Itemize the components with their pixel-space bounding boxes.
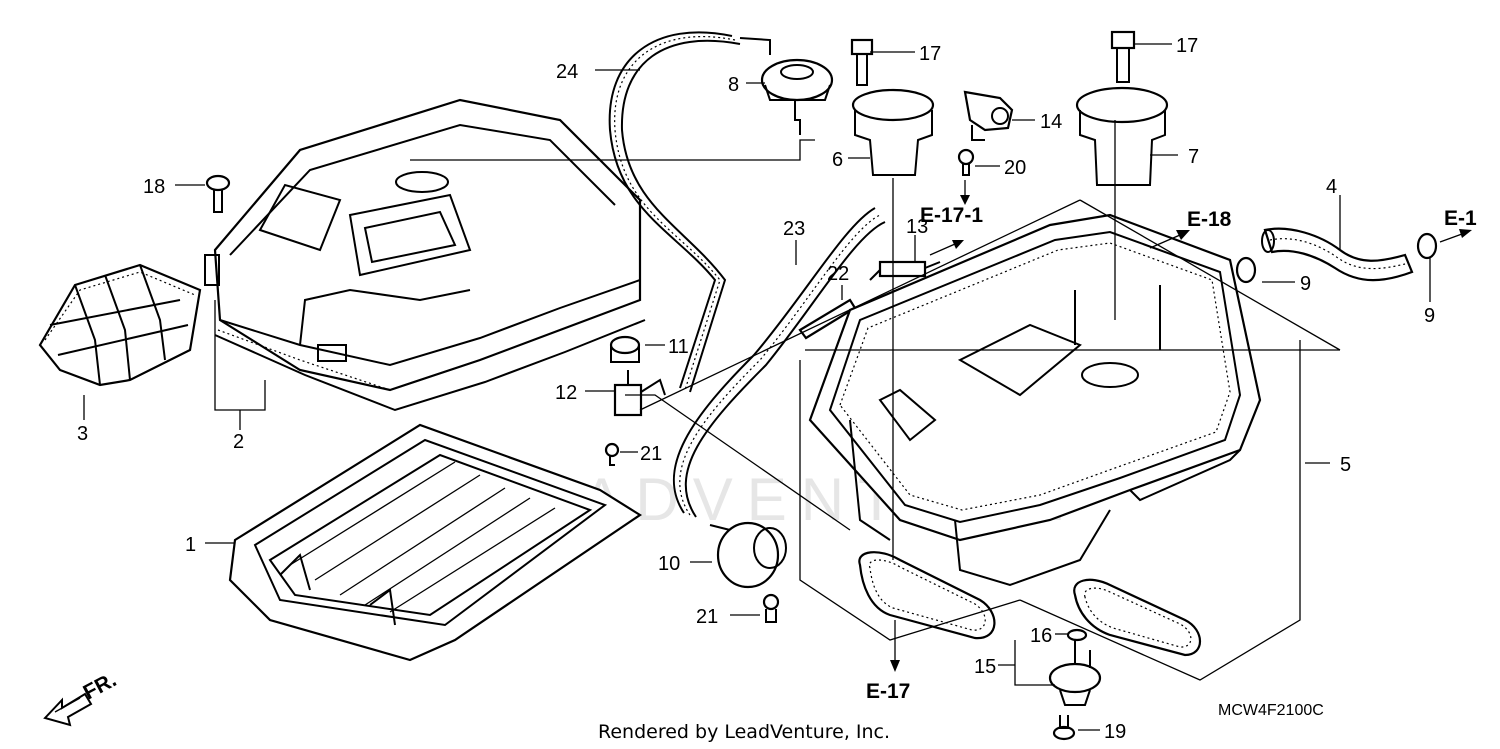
bolt-17a — [850, 38, 874, 86]
washer-16 — [1066, 628, 1088, 642]
drain-15 — [1048, 640, 1102, 706]
cap-11 — [609, 335, 641, 363]
callout-23: 23 — [783, 218, 805, 240]
callout-17b: 17 — [1176, 35, 1198, 57]
callout-9a: 9 — [1300, 273, 1311, 295]
clamp-9b — [1416, 232, 1438, 260]
intake-duct — [38, 263, 202, 387]
callout-3: 3 — [77, 423, 88, 445]
seal-7 — [1075, 86, 1169, 186]
hose-4 — [1261, 227, 1414, 282]
screw-19 — [1052, 715, 1076, 741]
leader-lines — [83, 43, 1431, 731]
reference-labels: E-17-1 E-18 E-1 E-17 — [866, 204, 1477, 703]
callout-19: 19 — [1104, 721, 1126, 743]
diagram-code: MCW4F2100C — [1218, 702, 1324, 719]
hose-24 — [614, 36, 736, 391]
callout-11: 11 — [668, 336, 689, 358]
callout-15: 15 — [974, 656, 996, 678]
seal-6 — [851, 88, 935, 176]
air-filter-element — [228, 423, 643, 662]
callout-21b: 21 — [696, 606, 718, 628]
callout-20: 20 — [1004, 157, 1026, 179]
front-direction-marker: FR. — [43, 668, 120, 727]
bolt-17b — [1110, 30, 1136, 83]
solenoid-12 — [613, 370, 666, 417]
clamp-9a — [1235, 256, 1257, 284]
callout-17a: 17 — [919, 43, 941, 65]
callout-13: 13 — [906, 216, 928, 238]
callout-16: 16 — [1030, 625, 1052, 647]
fuel-filter-10 — [709, 521, 787, 589]
gasket-right — [1073, 578, 1201, 657]
bolt-20 — [957, 148, 975, 176]
callout-2: 2 — [233, 431, 244, 453]
callout-21a: 21 — [640, 443, 662, 465]
callout-24: 24 — [556, 61, 578, 83]
callout-22: 22 — [827, 263, 849, 285]
gasket-left — [858, 551, 996, 640]
ref-e18: E-18 — [1187, 208, 1232, 231]
sensor-14 — [963, 90, 1014, 141]
callout-9b: 9 — [1424, 305, 1435, 327]
callout-8: 8 — [728, 74, 739, 96]
callout-5: 5 — [1340, 454, 1351, 476]
ref-e1: E-1 — [1444, 207, 1477, 230]
callout-10: 10 — [658, 553, 680, 575]
air-valve — [739, 37, 834, 135]
bolt-21a — [604, 442, 620, 466]
air-cleaner-case — [808, 213, 1262, 587]
callout-labels: 1 2 3 4 5 6 7 8 9 9 10 11 12 13 14 15 16… — [77, 35, 1435, 743]
callout-14: 14 — [1040, 111, 1062, 133]
screw-18 — [205, 174, 231, 213]
footer-credit: Rendered by LeadVenture, Inc. — [598, 721, 890, 743]
callout-12: 12 — [555, 382, 577, 404]
joint-13 — [869, 260, 941, 281]
ref-e17-1: E-17-1 — [920, 204, 983, 227]
callout-4: 4 — [1326, 176, 1337, 198]
ref-e17: E-17 — [866, 680, 910, 703]
callout-18: 18 — [143, 176, 165, 198]
reference-arrows — [890, 180, 1472, 672]
callout-6: 6 — [832, 149, 843, 171]
callout-1: 1 — [185, 534, 196, 556]
bolt-21b — [762, 593, 780, 623]
air-cleaner-cover — [204, 98, 646, 412]
callout-7: 7 — [1188, 146, 1199, 168]
